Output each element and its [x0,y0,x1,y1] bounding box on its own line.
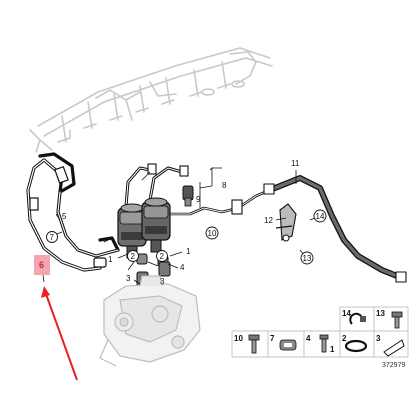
callout-circle-2b: 2 [156,250,168,262]
callout-circle-7: 7 [46,231,58,243]
legend-part-10-bolt [248,334,260,354]
callout-8: 8 [222,181,227,190]
legend-label-7: 7 [270,334,275,343]
callout-circle-14: 14 [313,209,327,223]
callout-6-leader [42,274,45,283]
return-line-inner [167,189,271,215]
callout-5: 5 [62,212,67,221]
callout-3b: 3 [160,277,165,286]
legend-label-14: 14 [342,309,351,318]
svg-text:2: 2 [160,252,165,261]
parts-legend: 14 13 10 7 4 1 2 3 [231,306,409,358]
pump-fitting-a [147,163,157,175]
svg-text:7: 7 [50,233,55,242]
legend-part-3-gasket [383,339,405,357]
legend-box-14 [339,306,375,332]
line-fitting-upper [54,165,69,184]
pump-fitting-b [179,165,189,177]
callout-labels: 8 9 5 11 12 1 1 4 3 3 7 2 2 10 14 [46,159,327,286]
highlighted-callout-6[interactable]: 6 [34,255,50,275]
fuel-line-6-inner [57,191,119,257]
svg-text:10: 10 [208,229,217,238]
high-pressure-pump-right [141,197,171,253]
legend-label-13: 13 [376,309,385,318]
pressure-sensor [182,185,194,207]
engine-block [99,275,201,367]
callout-circle-2a: 2 [127,250,139,262]
callout-4: 4 [180,263,185,272]
callout-3a: 3 [126,274,131,283]
phantom-fuel-rail [29,47,273,153]
diagram-number: 372979 [382,362,405,369]
callout-circle-13: 13 [300,251,314,265]
legend-label-2: 2 [342,334,347,343]
legend-part-4-screw [319,334,329,353]
callout-1b: 1 [186,247,191,256]
legend-label-10: 10 [234,334,243,343]
callout-9: 9 [196,195,201,204]
callout-1a: 1 [108,255,113,264]
hose-11 [263,175,407,283]
callout-11: 11 [291,159,300,168]
red-pointer-arrow [41,286,78,381]
svg-text:14: 14 [316,212,325,221]
legend-label-3: 3 [376,334,381,343]
callout-circle-10: 10 [205,226,219,240]
legend-label-4: 4 [306,334,311,343]
legend-part-2-oring [344,339,368,353]
return-fitting [231,199,243,215]
line-fitting-lower [93,257,107,268]
callout-12: 12 [264,216,273,225]
pump-feed-lines-inner [125,167,183,207]
legend-part-7-clip [279,339,297,351]
legend-label-1: 1 [330,345,335,354]
fuel-line-5-inner [27,159,101,271]
svg-text:2: 2 [131,252,136,261]
svg-text:13: 13 [303,254,312,263]
legend-part-13-bolt [391,311,403,329]
legend-part-14-clamp [349,312,366,325]
svg-text:6: 6 [39,260,44,270]
legend-box-13 [373,306,409,332]
clamp-bracket [275,203,297,242]
line-fitting-left [29,197,39,211]
